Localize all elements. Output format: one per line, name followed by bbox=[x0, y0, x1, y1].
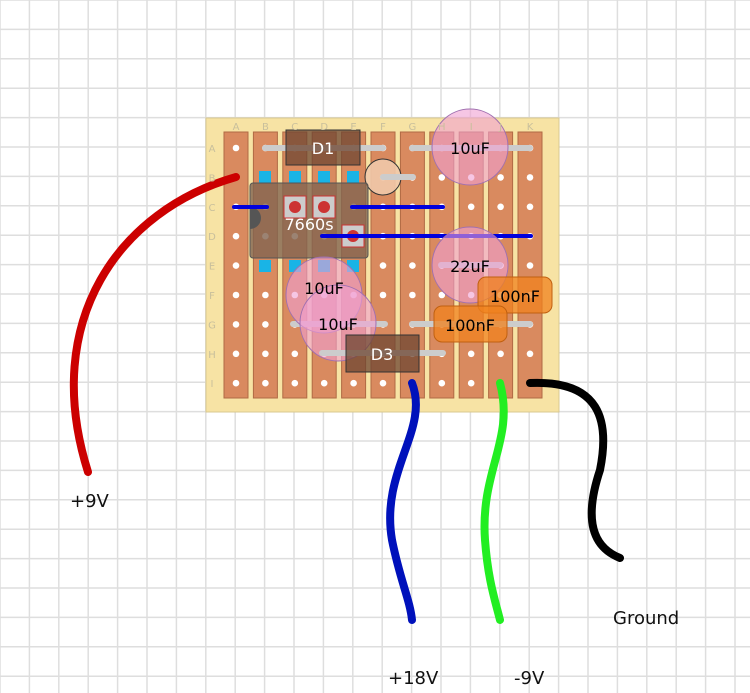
ic-notch bbox=[250, 207, 261, 229]
ic-pad bbox=[318, 171, 330, 183]
wire-ground bbox=[526, 378, 624, 562]
hole bbox=[232, 291, 240, 299]
row-label: F bbox=[209, 291, 215, 302]
hole bbox=[497, 203, 504, 211]
column-label: A bbox=[233, 122, 240, 133]
hole bbox=[467, 203, 475, 211]
label-plus18v: +18V bbox=[388, 668, 439, 689]
hole bbox=[262, 350, 269, 358]
ic-pad bbox=[259, 260, 271, 272]
strip-cut-dot bbox=[289, 201, 301, 213]
capacitor-10uf-top-label: 10uF bbox=[450, 139, 490, 158]
hole bbox=[497, 350, 504, 358]
wire-plus9v bbox=[69, 173, 240, 476]
row-label: A bbox=[209, 144, 216, 155]
ic-pad bbox=[259, 171, 271, 183]
hole bbox=[232, 379, 240, 387]
hole bbox=[232, 321, 240, 328]
capacitor-100nf-low-label: 100nF bbox=[445, 316, 495, 335]
hole bbox=[262, 321, 269, 328]
capacitor-10uf-g-label: 10uF bbox=[318, 315, 358, 334]
hole bbox=[526, 203, 534, 211]
capacitor-10uf-f-label: 10uF bbox=[304, 279, 344, 298]
hole bbox=[291, 350, 299, 358]
strip-cut-dot bbox=[318, 201, 330, 213]
column-label: G bbox=[409, 122, 417, 133]
hole bbox=[262, 291, 269, 299]
hole bbox=[526, 262, 534, 269]
hole bbox=[232, 232, 240, 240]
diode-d3-label: D3 bbox=[371, 345, 394, 364]
wire-plus18v bbox=[386, 379, 420, 624]
hole bbox=[526, 350, 534, 358]
hole bbox=[291, 379, 299, 387]
capacitor-100nf-top bbox=[477, 276, 553, 314]
ic-pad bbox=[347, 171, 359, 183]
hole bbox=[409, 262, 416, 269]
hole bbox=[379, 291, 387, 299]
hole bbox=[467, 379, 475, 387]
label-ground: Ground bbox=[613, 608, 680, 629]
column-label: H bbox=[438, 122, 446, 133]
row-label: E bbox=[209, 262, 215, 273]
row-label: I bbox=[211, 379, 214, 390]
hole bbox=[497, 174, 504, 181]
hole bbox=[379, 262, 387, 269]
column-label: K bbox=[527, 122, 534, 133]
label-minus9v: -9V bbox=[514, 668, 545, 689]
column-label: B bbox=[262, 122, 269, 133]
column-label: J bbox=[498, 122, 502, 133]
row-label: D bbox=[208, 232, 216, 243]
capacitor-100nf-low bbox=[433, 305, 508, 343]
hole bbox=[350, 379, 357, 387]
capacitor-22uf-label: 22uF bbox=[450, 257, 490, 276]
column-label: D bbox=[320, 122, 328, 133]
hole bbox=[232, 350, 240, 358]
diode-d1 bbox=[285, 129, 361, 166]
hole bbox=[438, 174, 446, 181]
ic-pad bbox=[289, 171, 301, 183]
hole bbox=[467, 350, 475, 358]
diode-d3 bbox=[345, 334, 420, 373]
ic-label: 7660s bbox=[284, 215, 333, 234]
hole bbox=[379, 379, 387, 387]
column-label: I bbox=[470, 122, 473, 133]
row-label: H bbox=[208, 350, 216, 361]
row-label: G bbox=[208, 320, 216, 331]
hole bbox=[320, 379, 328, 387]
row-label: C bbox=[209, 203, 216, 214]
wire-minus9v bbox=[480, 379, 508, 624]
column-label: E bbox=[350, 122, 356, 133]
hole bbox=[232, 262, 240, 269]
row-label: B bbox=[209, 173, 216, 184]
capacitor-10uf-top bbox=[431, 108, 509, 186]
hole bbox=[262, 379, 269, 387]
hole bbox=[438, 291, 446, 299]
diode-d1-label: D1 bbox=[312, 139, 335, 158]
column-label: F bbox=[380, 122, 386, 133]
hole bbox=[526, 174, 534, 181]
capacitor-100nf-top-label: 100nF bbox=[490, 287, 540, 306]
hole bbox=[438, 379, 446, 387]
column-label: C bbox=[291, 122, 298, 133]
hole bbox=[409, 291, 416, 299]
label-plus9v: +9V bbox=[70, 491, 109, 512]
hole bbox=[232, 144, 240, 152]
